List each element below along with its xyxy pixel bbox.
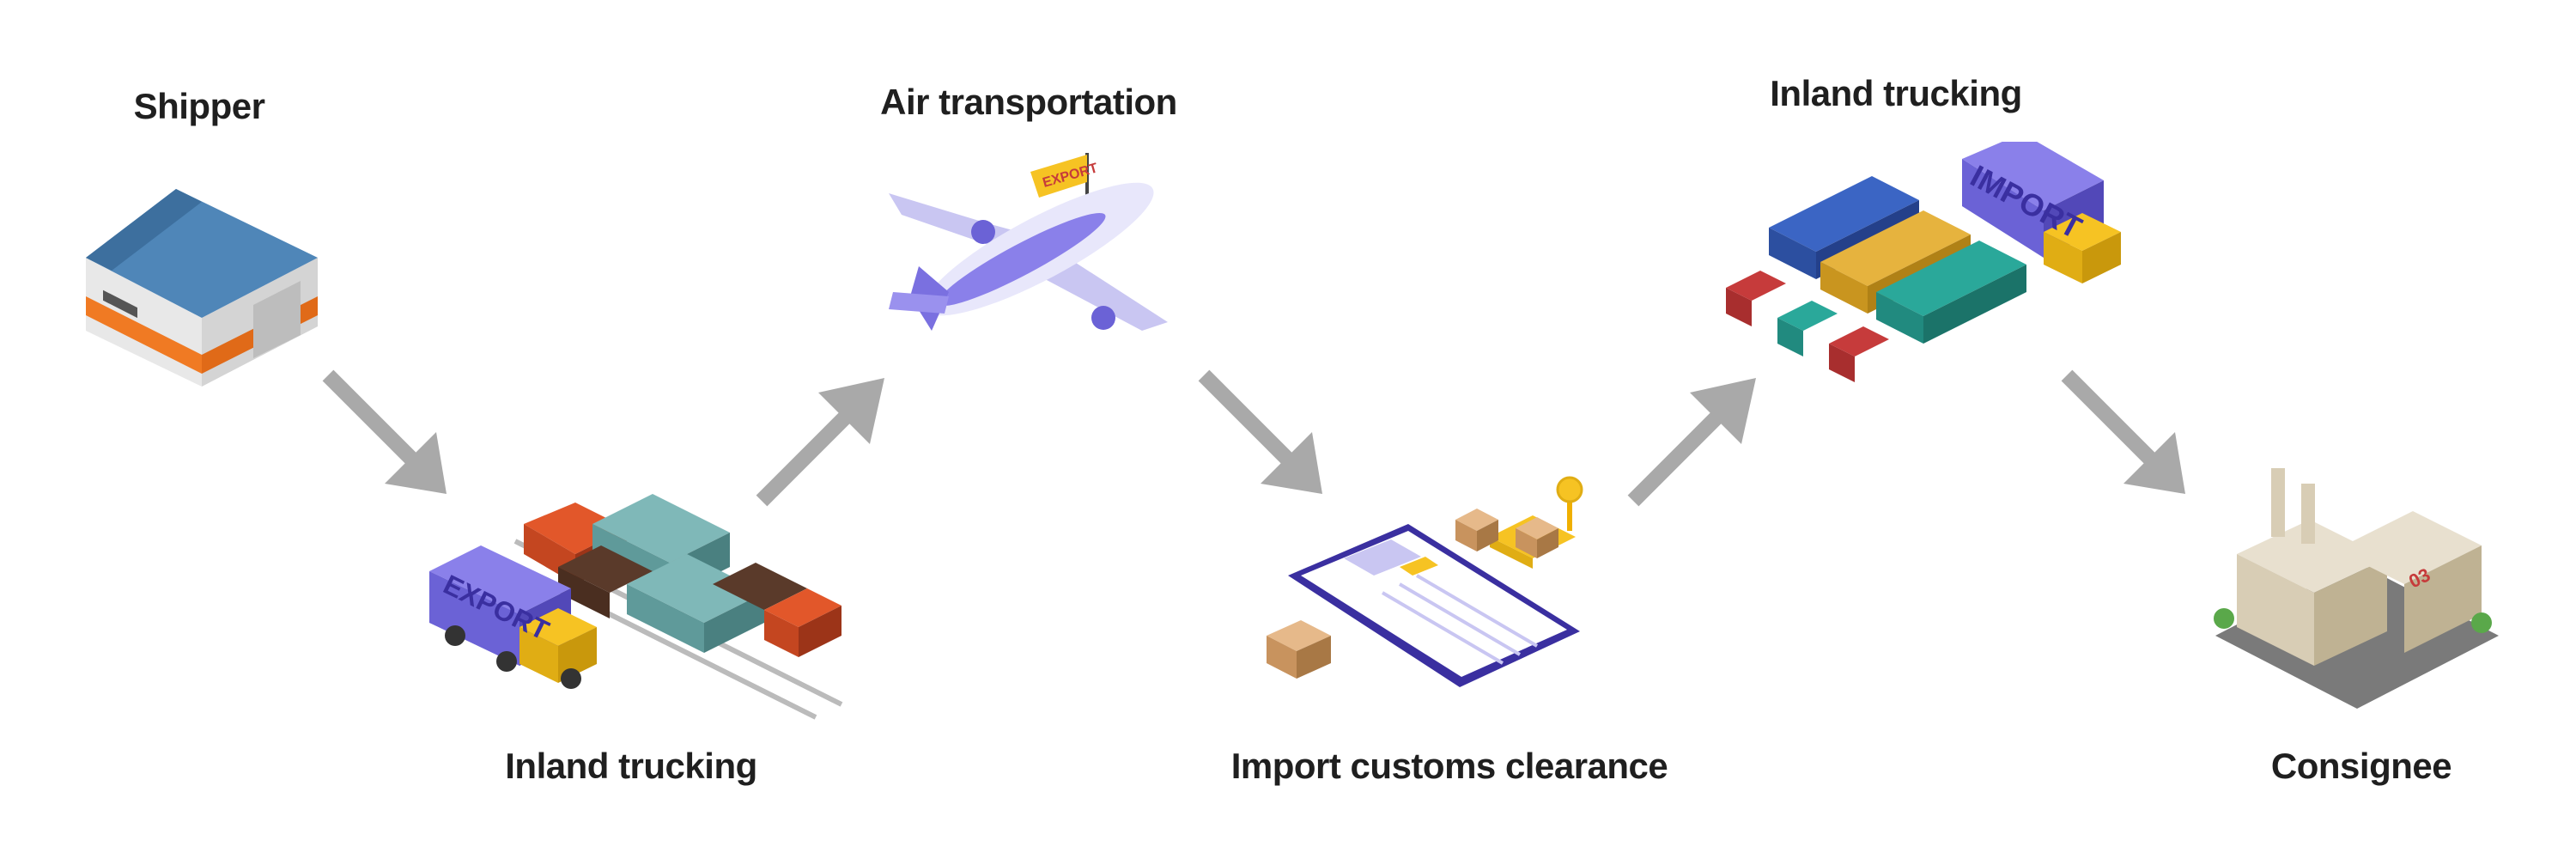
- label-import-customs-clearance: Import customs clearance: [1230, 746, 1668, 786]
- import-trucks-icon: IMPORT: [1726, 142, 2121, 382]
- customs-clipboard-icon: [1267, 476, 1583, 687]
- arrow-down-2: [1198, 369, 1322, 494]
- label-air-transportation: Air transportation: [880, 82, 1177, 122]
- arrow-up-2: [1627, 378, 1756, 507]
- rail-and-export-truck-icon: EXPORT: [429, 494, 843, 720]
- arrow-down-3: [2061, 369, 2185, 494]
- factory-icon: 03: [2214, 468, 2499, 709]
- arrow-up-1: [756, 378, 884, 507]
- label-shipper: Shipper: [133, 86, 265, 126]
- label-inland-trucking-import: Inland trucking: [1770, 73, 2022, 113]
- arrow-down-1: [322, 369, 447, 494]
- label-inland-trucking-export: Inland trucking: [505, 746, 757, 786]
- warehouse-icon: [86, 189, 318, 387]
- airplane-icon: EXPORT: [889, 153, 1168, 331]
- label-consignee: Consignee: [2270, 746, 2452, 786]
